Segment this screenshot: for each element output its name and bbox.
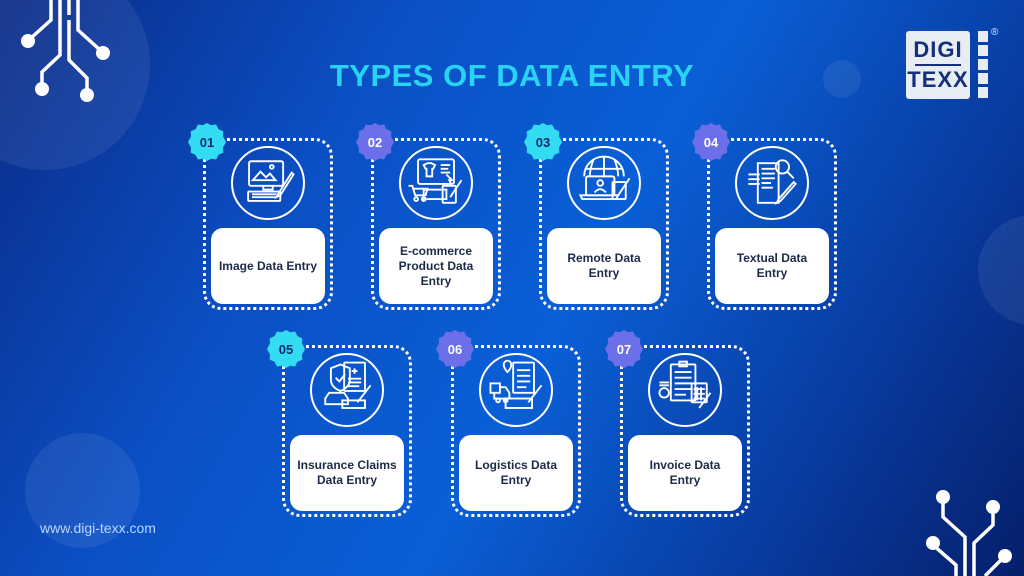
number-badge: 07	[605, 330, 643, 368]
number-badge: 03	[524, 123, 562, 161]
card-label: Insurance Claims Data Entry	[290, 435, 404, 511]
card-label: Textual Data Entry	[715, 228, 829, 304]
background-glow-small	[823, 60, 861, 98]
digitexx-logo: DIGI TEXX ®	[906, 27, 998, 99]
logo-box: DIGI TEXX	[906, 31, 970, 99]
background-glow-right	[978, 215, 1024, 325]
page-title: TYPES OF DATA ENTRY	[329, 58, 695, 93]
logo-text-digi: DIGI	[913, 37, 963, 62]
card-image-data-entry: 01 Image Data Entry	[188, 123, 333, 310]
logistics-truck-icon	[479, 353, 553, 427]
registered-mark: ®	[991, 27, 999, 38]
website-url: www.digi-texx.com	[40, 520, 156, 536]
card-invoice-data-entry: 07 Invoice Data Entry	[605, 330, 750, 517]
card-insurance-claims-data-entry: 05 Insurance Claims Data Entry	[267, 330, 412, 517]
background-glow-bottom-left	[25, 433, 140, 548]
circuit-decoration-top-left	[21, 0, 110, 102]
number-badge: 01	[188, 123, 226, 161]
number-badge: 04	[692, 123, 730, 161]
card-logistics-data-entry: 06 Logistics Data Entry	[436, 330, 581, 517]
computer-image-icon	[231, 146, 305, 220]
circuit-decoration-bottom-right	[926, 490, 1012, 576]
remote-globe-icon	[567, 146, 641, 220]
number-badge: 02	[356, 123, 394, 161]
insurance-shield-icon	[310, 353, 384, 427]
logo-divider	[915, 64, 961, 66]
card-remote-data-entry: 03 Remote Data Entry	[524, 123, 669, 310]
card-ecommerce-product-data-entry: 02 E-commerce Product Data Entry	[356, 123, 501, 310]
card-label: Invoice Data Entry	[628, 435, 742, 511]
invoice-calculator-icon	[648, 353, 722, 427]
number-badge: 06	[436, 330, 474, 368]
logo-film-squares	[978, 31, 988, 98]
logo-text-texx: TEXX	[907, 67, 969, 92]
card-label: Logistics Data Entry	[459, 435, 573, 511]
card-label: E-commerce Product Data Entry	[379, 228, 493, 304]
document-magnifier-icon	[735, 146, 809, 220]
card-label: Remote Data Entry	[547, 228, 661, 304]
card-textual-data-entry: 04 Textual Data Entry	[692, 123, 837, 310]
ecommerce-cart-icon	[399, 146, 473, 220]
number-badge: 05	[267, 330, 305, 368]
card-label: Image Data Entry	[211, 228, 325, 304]
